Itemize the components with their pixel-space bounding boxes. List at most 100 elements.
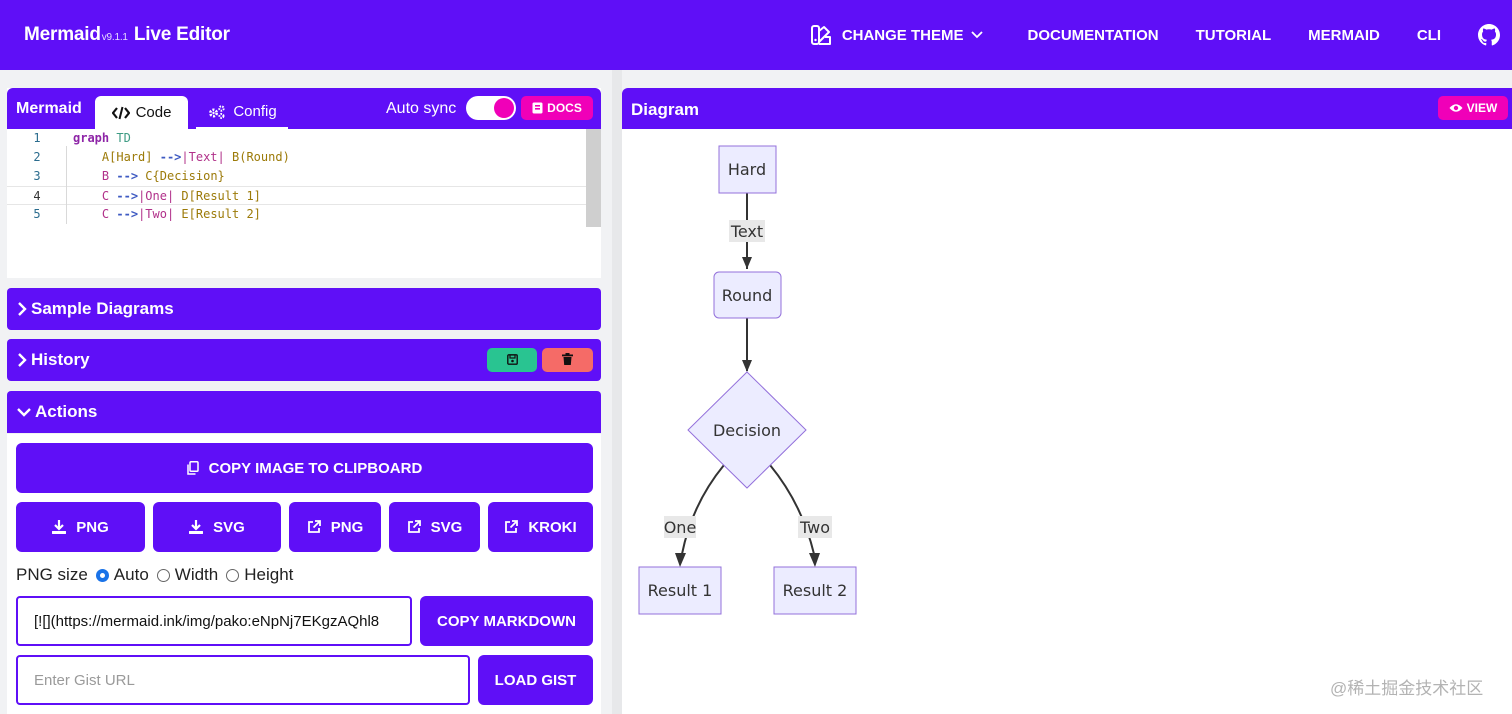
png-size-width[interactable]: Width xyxy=(156,565,219,585)
docs-label: DOCS xyxy=(547,101,582,115)
eye-icon xyxy=(1449,103,1463,113)
chevron-down-icon xyxy=(971,31,984,39)
png-size-label: PNG size xyxy=(16,565,88,584)
change-theme-menu[interactable]: CHANGE THEME xyxy=(810,24,984,46)
tab-code-label: Code xyxy=(135,104,172,121)
download-icon xyxy=(52,520,67,534)
download-icon xyxy=(189,520,204,534)
download-svg-button[interactable]: SVG xyxy=(153,502,281,552)
view-button[interactable]: VIEW xyxy=(1438,96,1508,120)
node-hard[interactable]: Hard xyxy=(718,145,777,194)
mermaid-diagram: Text One Two Hard Round Decision Result … xyxy=(638,145,857,615)
diagram-header: Diagram VIEW xyxy=(622,88,1512,129)
copy-markdown-button[interactable]: COPY MARKDOWN xyxy=(420,596,593,646)
open-svg-button[interactable]: SVG xyxy=(389,502,480,552)
open-png-button[interactable]: PNG xyxy=(289,502,381,552)
gist-url-input[interactable]: Enter Gist URL xyxy=(16,655,470,705)
code-line-text: C -->|Two| E[Result 2] xyxy=(101,207,261,221)
book-icon xyxy=(532,102,543,114)
radio-height[interactable] xyxy=(226,568,240,582)
download-svg-label: SVG xyxy=(213,518,245,536)
clear-history-button[interactable] xyxy=(542,348,593,372)
node-result1[interactable]: Result 1 xyxy=(638,566,722,615)
trash-icon xyxy=(562,350,573,370)
svg-text:Decision: Decision xyxy=(713,421,781,440)
github-icon[interactable] xyxy=(1478,24,1500,46)
nav-mermaid[interactable]: MERMAID xyxy=(1308,26,1380,44)
download-png-button[interactable]: PNG xyxy=(16,502,145,552)
code-line-text: A[Hard] -->|Text| B(Round) xyxy=(101,150,290,164)
external-link-icon xyxy=(504,520,519,534)
copy-image-button[interactable]: COPY IMAGE TO CLIPBOARD xyxy=(16,443,593,493)
edge-round-decision xyxy=(742,318,752,372)
code-line-text: C -->|One| D[Result 1] xyxy=(101,189,261,203)
open-kroki-button[interactable]: KROKI xyxy=(488,502,593,552)
save-icon xyxy=(506,350,518,370)
save-history-button[interactable] xyxy=(487,348,537,372)
docs-button[interactable]: DOCS xyxy=(521,96,593,120)
code-line: 5 C -->|Two| E[Result 2] xyxy=(7,205,587,224)
node-decision[interactable]: Decision xyxy=(687,371,807,489)
code-line: 3 B --> C{Decision} xyxy=(7,167,587,186)
svg-text:Result 2: Result 2 xyxy=(783,581,848,600)
edge-label-text: Text xyxy=(729,220,765,242)
edge-decision-result2 xyxy=(769,464,820,567)
view-label: VIEW xyxy=(1466,101,1498,115)
tab-config-label: Config xyxy=(233,103,277,120)
editor-header: Mermaid Code Config Auto sync DOCS xyxy=(7,88,601,129)
theme-swatch-icon xyxy=(810,24,832,46)
change-theme-label: CHANGE THEME xyxy=(841,26,964,44)
brand-suffix: Live Editor xyxy=(133,24,230,45)
sample-diagrams-panel[interactable]: Sample Diagrams xyxy=(7,288,601,330)
tab-config[interactable]: Config xyxy=(196,96,288,129)
autosync-label: Auto sync xyxy=(386,100,457,117)
radio-width-label: Width xyxy=(174,565,219,584)
code-editor[interactable]: 1 graph TD 2 A[Hard] -->|Text| B(Round) … xyxy=(7,129,601,227)
radio-width[interactable] xyxy=(156,568,170,582)
markdown-field[interactable]: [![](https://mermaid.ink/img/pako:eNpNj7… xyxy=(16,596,412,646)
load-gist-button[interactable]: LOAD GIST xyxy=(478,655,593,705)
markdown-value: [![](https://mermaid.ink/img/pako:eNpNj7… xyxy=(34,612,380,630)
actions-label: Actions xyxy=(35,402,98,421)
cogs-icon xyxy=(207,104,227,120)
nav-cli[interactable]: CLI xyxy=(1416,26,1441,44)
code-icon xyxy=(111,106,130,120)
radio-auto[interactable] xyxy=(95,568,109,582)
svg-text:Hard: Hard xyxy=(728,160,766,179)
history-panel[interactable]: History xyxy=(7,339,601,381)
edge-decision-result1 xyxy=(675,464,725,567)
png-size-options: PNG size Auto Width Height xyxy=(16,565,301,585)
nav-documentation[interactable]: DOCUMENTATION xyxy=(1027,26,1159,44)
edge-label-one: One xyxy=(664,516,696,538)
external-link-icon xyxy=(407,520,421,534)
open-svg-label: SVG xyxy=(430,518,463,536)
node-result2[interactable]: Result 2 xyxy=(773,566,857,615)
svg-text:Text: Text xyxy=(730,222,763,241)
open-png-label: PNG xyxy=(330,518,364,536)
svg-text:Two: Two xyxy=(799,518,830,537)
line-number: 1 xyxy=(33,131,41,145)
tab-code[interactable]: Code xyxy=(95,96,188,129)
editor-scrollbar[interactable] xyxy=(586,129,601,227)
png-size-height[interactable]: Height xyxy=(226,565,293,585)
copy-icon xyxy=(186,461,199,475)
line-number: 3 xyxy=(33,169,41,183)
nav-tutorial[interactable]: TUTORIAL xyxy=(1195,26,1272,44)
edge-label-two: Two xyxy=(798,516,832,538)
open-kroki-label: KROKI xyxy=(528,518,577,536)
autosync-toggle[interactable] xyxy=(466,96,516,120)
load-gist-label: LOAD GIST xyxy=(494,671,577,689)
version-label: v9.1.1 xyxy=(101,32,128,43)
app-brand[interactable]: Mermaidv9.1.1 Live Editor xyxy=(24,24,230,46)
actions-panel[interactable]: Actions xyxy=(7,391,601,433)
panel-resizer[interactable] xyxy=(612,70,622,714)
code-line: 1 graph TD xyxy=(7,129,587,148)
chevron-down-icon xyxy=(17,407,31,417)
code-line-text: graph TD xyxy=(73,131,131,145)
svg-text:Result 1: Result 1 xyxy=(648,581,713,600)
diagram-title: Diagram xyxy=(631,100,700,119)
png-size-auto[interactable]: Auto xyxy=(95,565,149,585)
node-round[interactable]: Round xyxy=(713,271,782,319)
sample-diagrams-label: Sample Diagrams xyxy=(31,299,174,318)
history-label: History xyxy=(31,350,90,369)
